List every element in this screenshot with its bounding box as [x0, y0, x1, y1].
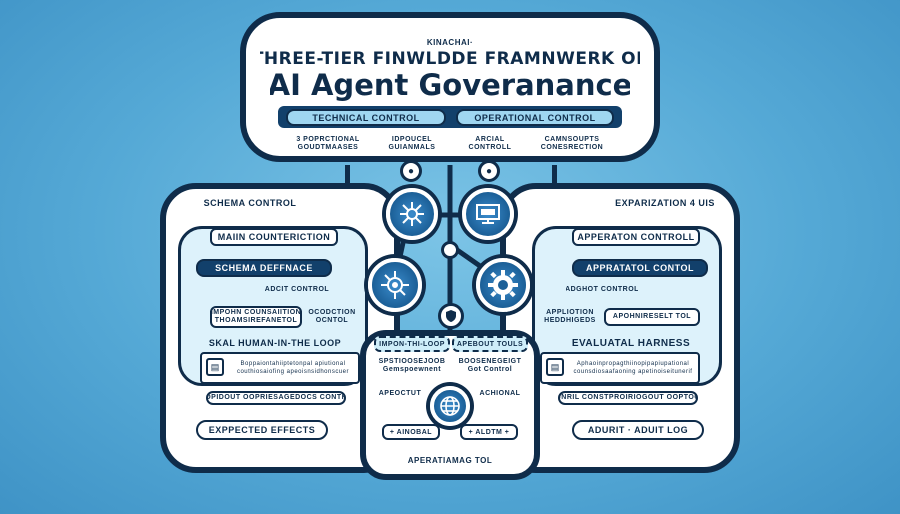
network-nodes-icon[interactable] — [386, 188, 438, 240]
header-card — [240, 12, 660, 162]
center-chip-aldtm[interactable]: + ALDTM + — [460, 424, 518, 440]
center-tag-apeoctut: APEOCTUT — [378, 389, 422, 397]
document-icon: ▤ — [206, 358, 224, 376]
top-label-4: CAMNSOUPTS CONESRECTION — [540, 136, 604, 151]
globe-icon[interactable] — [430, 386, 470, 426]
top-label-2: IDPOUCEL GUIANMALS — [388, 136, 436, 151]
lock-icon: ● — [400, 160, 422, 182]
gear-icon[interactable] — [476, 258, 530, 312]
center-box-impon-thi-loop[interactable]: IMPON-THI-LOOP — [374, 336, 450, 352]
center-bottom-bar[interactable]: APERATIAMAG TOL — [407, 455, 493, 465]
center-box-right-detail: BOOSENEGEIGT Got Control — [458, 358, 522, 373]
center-box-left-detail: SPSTIOOSEJOOB Gemspoewnent — [378, 358, 446, 373]
header-kicker: KINACHAI· — [426, 37, 474, 47]
tier-technical-control[interactable]: TECHNICAL CONTROL — [286, 109, 446, 126]
right-audit-log[interactable]: ADURIT · ADUIT LOG — [572, 420, 704, 440]
right-item-appliotion: APPLIOTION HEDDHIGEDS — [544, 309, 596, 324]
center-chip-ainobal[interactable]: + AINOBAL — [382, 424, 440, 440]
shield-icon[interactable] — [438, 303, 464, 329]
left-hitl-detail: Boppaiontahiiptetonpal apiutional couthi… — [236, 361, 350, 375]
left-hitl-label[interactable]: SKAL HUMAN-IN-THE LOOP — [208, 338, 342, 348]
right-item-apohniresel[interactable]: APOHNIRESELT TOL — [604, 308, 700, 326]
left-panel-header: SCHEMA CONTROL — [203, 198, 297, 208]
left-item-ocodction: OCODCTION OCNTOL — [308, 309, 356, 324]
page-title: AI Agent Goveranance — [270, 68, 630, 102]
tier-operational-control[interactable]: OPERATIONAL CONTROL — [456, 109, 614, 126]
right-eval-detail: Aphaoinpropagthiinopipapiupational couns… — [573, 361, 693, 375]
right-item-appratatol-contol[interactable]: APPRATATOL CONTOL — [572, 259, 708, 277]
left-expected-effects[interactable]: EXPPECTED EFFECTS — [196, 420, 328, 440]
right-eval-label[interactable]: EVALUATAL HARNESS — [571, 337, 691, 349]
left-footer-note: POOPIDOUT OOPRIESAGEDOCS CONTROL — [206, 391, 346, 405]
center-box-apebout-touls[interactable]: APEBOUT TOULS — [452, 336, 528, 352]
top-label-3: ARCIAL CONTROLL — [468, 136, 512, 151]
left-item-schema-deffnace[interactable]: SCHEMA DEFFNACE — [196, 259, 332, 277]
left-item-adcit-control: ADCIT CONTROL — [264, 286, 330, 293]
right-eval-card — [540, 352, 700, 384]
left-hitl-card — [200, 352, 360, 384]
left-item-main-counteriction[interactable]: MAIIN COUNTERICTION — [210, 228, 338, 246]
junction-node — [441, 241, 459, 259]
header-title-line1: THREE-TIER FINWLDDE FRAMNWERK OF — [260, 49, 640, 69]
top-label-1: 3 POPRCTIONAL GOUDTMAASES — [296, 136, 360, 151]
right-item-apperaton-control[interactable]: APPERATON CONTROLL — [572, 228, 700, 246]
monitor-icon[interactable] — [462, 188, 514, 240]
right-item-adghot-control: ADGHOT CONTROL — [566, 286, 638, 293]
right-panel-header: EXPARIZATION 4 UIS — [615, 198, 715, 208]
center-tag-achional: ACHIONAL — [479, 389, 521, 397]
left-item-impohn[interactable]: IMPOHN COUNSAIITION THOAMSIREFANETOL — [210, 306, 302, 328]
circuit-chip-icon[interactable] — [368, 258, 422, 312]
right-footer-note: FONRIL CONSTPROIRIOGOUT OOPTOOE — [558, 391, 698, 405]
node-icon: ● — [478, 160, 500, 182]
document-icon: ▤ — [546, 358, 564, 376]
